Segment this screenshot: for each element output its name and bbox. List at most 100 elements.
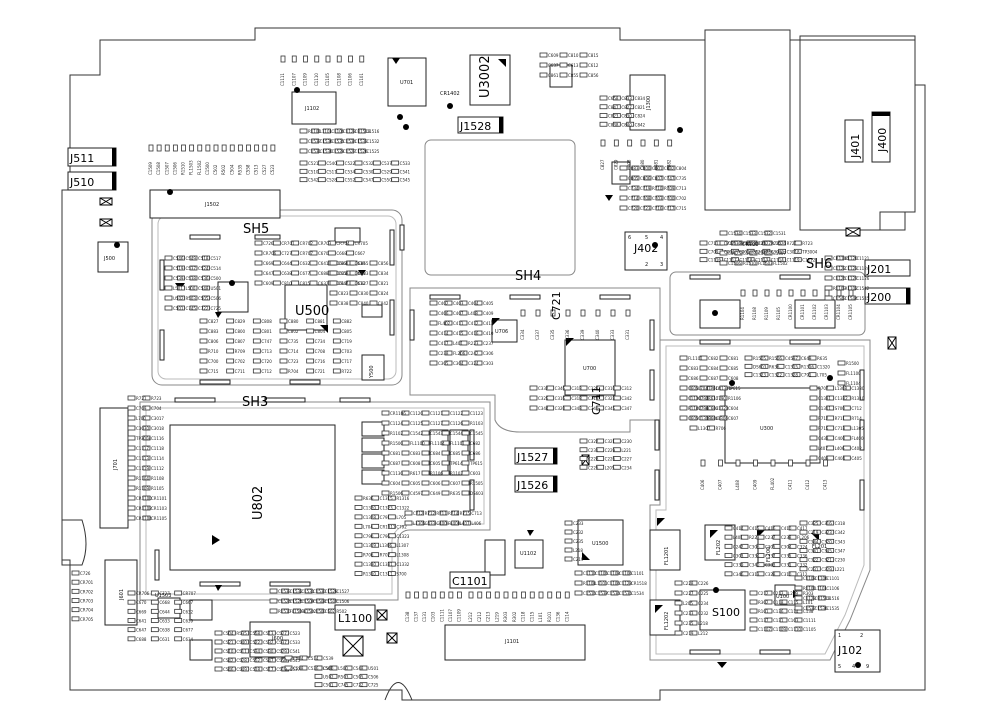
ref-designator: R1104 [136, 476, 149, 481]
ref-designator: C827 [621, 105, 632, 110]
passive-pad [291, 240, 300, 246]
ref-designator: C1127 [430, 421, 443, 426]
label-u300: U300 [760, 426, 773, 432]
u1102-component [514, 539, 544, 569]
ref-designator: CR1518 [355, 129, 371, 134]
ref-designator: C136 [773, 609, 784, 614]
passive-pad [756, 534, 765, 540]
passive-pad [778, 240, 786, 246]
ref-designator: C1323 [396, 534, 409, 539]
ref-designator: C343 [571, 406, 582, 411]
ref-designator: C1332 [396, 562, 409, 567]
passive-pad [565, 309, 571, 317]
passive-pad [142, 395, 151, 401]
ref-designator: C1527 [336, 589, 349, 594]
ref-designator: C1121 [430, 411, 443, 416]
ref-designator: C829 [235, 319, 246, 324]
ref-designator: C1516 [826, 596, 839, 601]
passive-pad [174, 627, 183, 633]
passive-pad [327, 598, 336, 604]
ref-designator: C669 [263, 261, 274, 266]
label-sh6: SH6 [806, 257, 832, 272]
ref-designator: C683 [688, 366, 699, 371]
passive-pad [764, 608, 773, 614]
ref-designator: L1306 [716, 416, 729, 421]
passive-pad [596, 405, 605, 411]
passive-pad [564, 556, 573, 562]
ref-designator: C677 [300, 271, 311, 276]
ref-designator: C1116 [151, 436, 164, 441]
ref-designator: R712 [818, 416, 829, 421]
passive-pad [574, 590, 583, 596]
ref-designator: C806 [208, 339, 219, 344]
ref-designator: R617 [708, 396, 719, 401]
passive-pad [643, 165, 652, 171]
passive-pad [547, 591, 553, 599]
passive-pad [214, 639, 223, 645]
ref-designator: C745 [338, 683, 349, 688]
passive-pad [241, 648, 250, 654]
label-j510: J510 [69, 176, 94, 189]
ref-designator: R1316 [801, 364, 814, 369]
passive-pad [272, 240, 281, 246]
board-cutout-top [704, 40, 791, 211]
passive-pad [71, 598, 80, 603]
shield-rf-large [424, 139, 576, 276]
ref-designator: C717 [664, 206, 675, 211]
passive-pad [322, 148, 331, 154]
ref-designator: C233 [573, 521, 584, 526]
passive-pad [474, 360, 483, 366]
ref-designator: C708 [640, 196, 651, 201]
ref-designator: L705 [396, 515, 406, 520]
ref-designator: C1323 [380, 505, 393, 510]
ref-designator: C1535 [826, 606, 839, 611]
passive-pad [267, 657, 276, 663]
ref-designator: CR1105 [848, 304, 853, 320]
label-j1502: J1502 [204, 202, 219, 208]
ref-designator: C407 [453, 311, 464, 316]
ref-designator: C824 [635, 114, 646, 119]
ref-designator: C727 [159, 591, 170, 596]
label-cr1402: CR1402 [440, 91, 460, 97]
ref-designator: C713 [835, 426, 846, 431]
passive-pad [441, 490, 450, 496]
passive-pad [254, 657, 263, 663]
ref-designator: L218 [573, 548, 583, 553]
passive-pad [354, 523, 363, 529]
passive-pad [749, 599, 758, 605]
ref-designator: C715 [208, 369, 219, 374]
label-j400: J400 [876, 128, 889, 153]
ref-designator: C506 [368, 674, 379, 679]
ref-designator: C1544 [845, 296, 858, 301]
ref-designator: R711 [835, 416, 846, 421]
passive-pad [292, 608, 301, 614]
passive-pad [679, 395, 688, 401]
passive-pad [779, 608, 788, 614]
ref-designator: C821 [635, 105, 646, 110]
passive-pad [764, 617, 773, 623]
ref-designator: C325 [538, 396, 549, 401]
ref-designator: C668 [336, 251, 347, 256]
ref-designator: C1106 [607, 581, 620, 586]
passive-pad [679, 365, 688, 371]
passive-pad [735, 459, 741, 467]
ref-designator: C712 [261, 369, 272, 374]
passive-pad [749, 590, 758, 596]
ref-designator: CR1105 [151, 516, 167, 521]
passive-pad [401, 430, 410, 436]
passive-pad [299, 655, 308, 661]
passive-pad [387, 571, 396, 576]
ref-designator: C637 [548, 63, 559, 68]
passive-pad [719, 240, 728, 246]
ref-designator: C402 [851, 446, 862, 451]
passive-pad [189, 275, 198, 281]
ref-designator: R302 [758, 600, 769, 605]
passive-pad [631, 205, 640, 211]
ref-designator: C313 [749, 572, 760, 577]
ref-designator: C316 [555, 396, 566, 401]
ref-designator: C522 [345, 161, 356, 166]
ref-designator: C1110 [314, 73, 319, 86]
passive-pad [749, 230, 758, 236]
ref-designator: R1500 [846, 361, 859, 366]
ref-designator: R706 [716, 426, 727, 431]
